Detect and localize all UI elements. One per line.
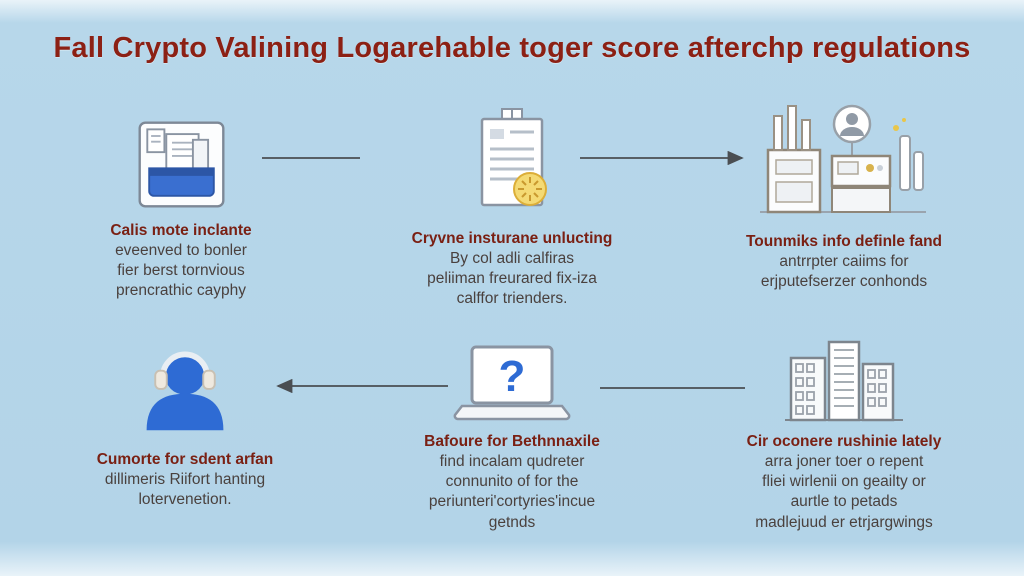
step-caption: Tounmiks info definle fand antrrpter cai… [712, 232, 976, 292]
step-caption: Bafoure for Bethnnaxile find incalam qud… [386, 432, 638, 533]
laptop-question-icon: ? [452, 344, 572, 422]
question-mark-glyph: ? [499, 352, 526, 401]
step-heading: Cryvne insturane unlucting [411, 230, 613, 247]
step-line: erjputefserzer conhonds [760, 273, 928, 291]
page-title: Fall Crypto Valining Logarehable toger s… [53, 32, 971, 64]
step-line: prencrathic cayphy [115, 282, 247, 300]
step-report-review: Cryvne insturane unlucting By col adli c… [386, 105, 638, 310]
step-line: dillimeris Riifort hanting [104, 471, 266, 489]
step-caption: Cir oconere rushinie lately arra joner t… [710, 432, 978, 533]
step-line: arra joner toer o repent [764, 453, 924, 471]
step-caption: Cumorte for sdent arfan dillimeris Riifo… [55, 450, 315, 510]
step-heading: Cumorte for sdent arfan [96, 451, 274, 468]
step-line: eveenved to bonler [115, 242, 247, 260]
inbox-documents-icon [134, 112, 229, 212]
step-line: peliiman freurared fix-iza [427, 270, 597, 288]
report-starburst-icon [470, 105, 554, 217]
city-buildings-icon [783, 336, 905, 424]
machinery-icon [758, 96, 930, 218]
step-line: lotervenetion. [138, 491, 232, 509]
step-heading: Bafoure for Bethnnaxile [424, 433, 600, 450]
support-agent-icon [137, 338, 233, 436]
step-heading: Tounmiks info definle fand [745, 233, 943, 250]
step-line: madlejuud er etrjargwings [755, 513, 933, 531]
step-laptop-question: ? Bafoure for Bethnnaxile find incalam q… [386, 344, 638, 533]
step-support-agent: Cumorte for sdent arfan dillimeris Riifo… [55, 338, 315, 510]
step-caption: Calis mote inclante eveenved to bonler f… [55, 221, 307, 302]
step-line: find incalam qudreter [439, 453, 585, 471]
step-line: connunito of for the [445, 473, 579, 491]
step-line: antrrpter caiims for [779, 253, 909, 271]
step-line: By col adli calfiras [449, 250, 575, 268]
step-line: getnds [488, 513, 536, 531]
step-processing-machinery: Tounmiks info definle fand antrrpter cai… [712, 96, 976, 292]
step-heading: Calis mote inclante [110, 222, 252, 239]
step-line: calffor trienders. [456, 290, 568, 308]
step-line: periunteri'cortyries'incue [428, 493, 596, 511]
step-caption: Cryvne insturane unlucting By col adli c… [386, 229, 638, 310]
step-line: fier berst tornvious [117, 262, 245, 280]
step-city-buildings: Cir oconere rushinie lately arra joner t… [710, 336, 978, 533]
step-documents-intake: Calis mote inclante eveenved to bonler f… [55, 112, 307, 302]
step-line: fliei wirlenii on geailty or [762, 473, 926, 491]
step-line: aurtle to petads [790, 493, 898, 511]
step-heading: Cir oconere rushinie lately [746, 433, 942, 450]
